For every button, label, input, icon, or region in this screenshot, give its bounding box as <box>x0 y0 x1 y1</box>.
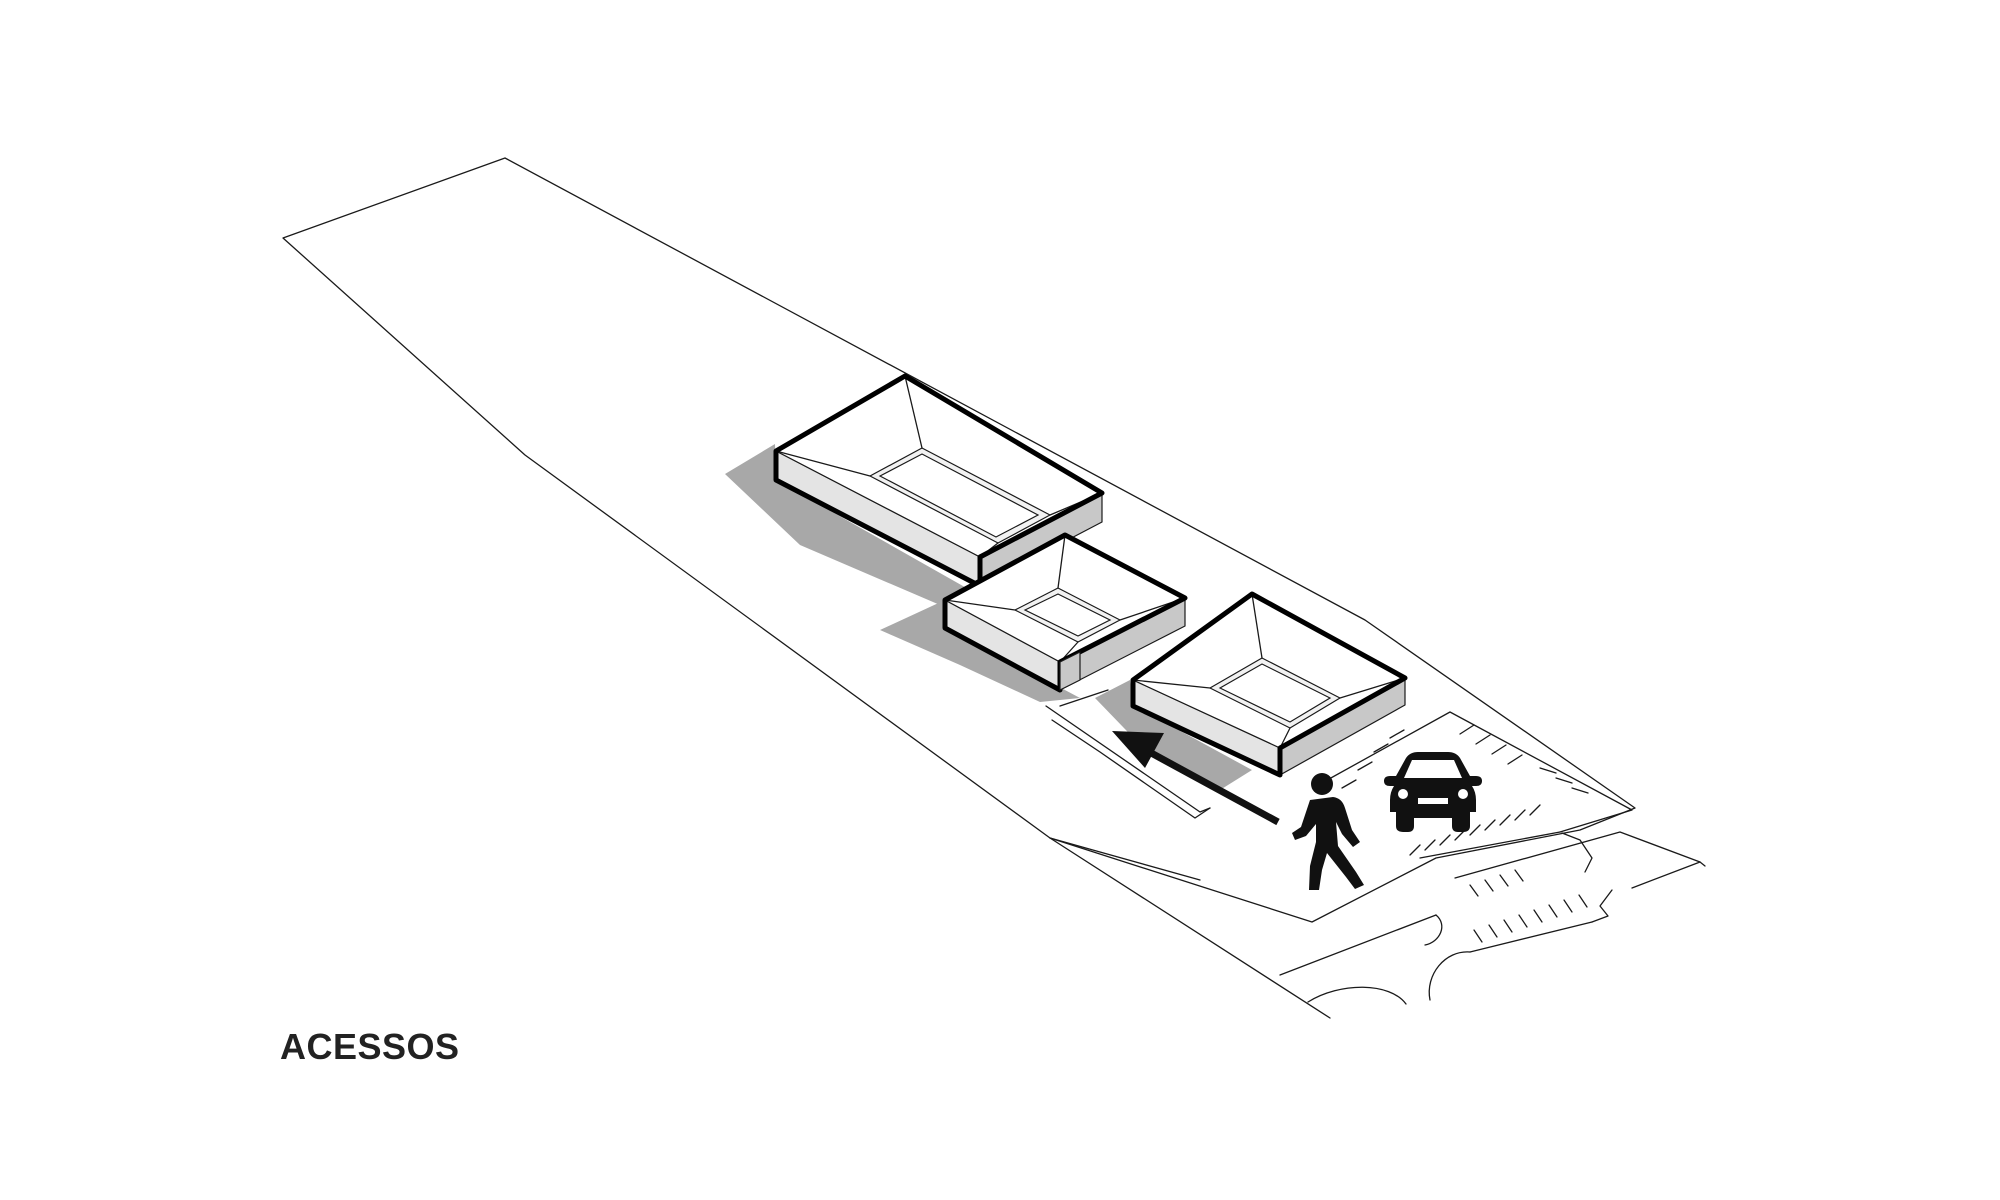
building-1 <box>773 373 1105 589</box>
sidewalk <box>1045 689 1211 819</box>
site-outline <box>282 157 1636 1019</box>
building-3 <box>1130 591 1408 778</box>
car-icon <box>1384 752 1482 832</box>
street-curbs <box>1279 861 1706 1005</box>
parking-stalls-upper <box>1341 724 1589 794</box>
diagram-title: ACESSOS <box>280 1026 460 1067</box>
arrow-icon <box>1112 731 1280 826</box>
parking-stalls-lower <box>1409 804 1588 943</box>
pedestrian-icon <box>1292 773 1364 890</box>
building-2 <box>942 532 1188 693</box>
parking-lot <box>1319 711 1701 953</box>
